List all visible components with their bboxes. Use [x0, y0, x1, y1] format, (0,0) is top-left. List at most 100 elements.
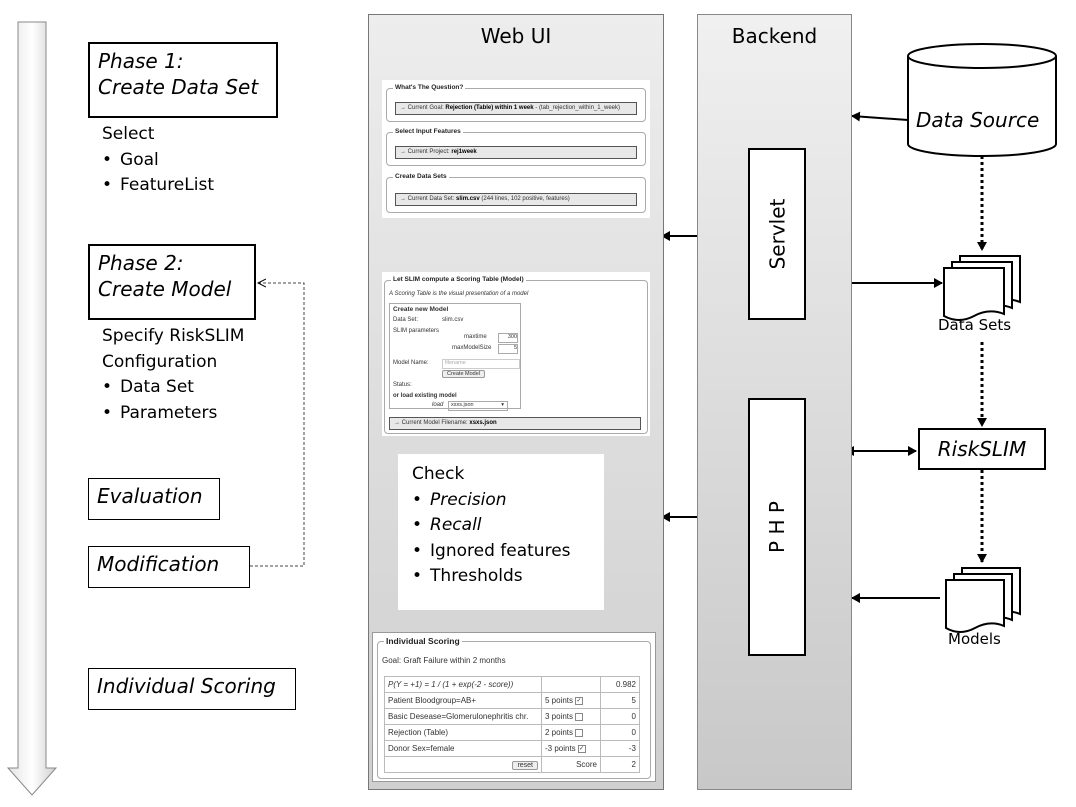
current-dataset-value: slim.csv: [456, 196, 480, 202]
phase2-item-parameters: Parameters: [102, 401, 244, 427]
current-model-value: xsxs.json: [469, 420, 497, 426]
current-dataset-prefix: → Current Data Set:: [400, 196, 457, 202]
slim-fieldset: Let SLIM compute a Scoring Table (Model)…: [384, 276, 648, 434]
phase2-title-line2: Create Model: [98, 277, 232, 301]
phase1-title-line2: Create Data Set: [98, 75, 259, 99]
create-model-button[interactable]: Create Model: [442, 370, 486, 378]
phase2-item-dataset: Data Set: [102, 375, 244, 401]
phase1-desc-head: Select: [102, 124, 155, 144]
reset-button[interactable]: reset: [512, 760, 538, 770]
scoring-legend: Individual Scoring: [384, 636, 462, 646]
phase2-box: Phase 2: Create Model: [88, 244, 256, 320]
individual-scoring-screenshot: Individual Scoring Goal: Graft Failure w…: [372, 632, 656, 782]
feature-checkbox[interactable]: ✓: [575, 696, 584, 705]
table-row: reset Score 2: [384, 756, 640, 773]
check-box: Check Precision Recall Ignored features …: [398, 454, 604, 610]
slim-legend: Let SLIM compute a Scoring Table (Model): [391, 276, 526, 283]
current-dataset-suffix: (244 lines, 102 positive, features): [479, 196, 570, 202]
phase1-item-goal: Goal: [102, 148, 214, 174]
create-dataset-screenshot: What's The Question? → Current Goal: Rej…: [382, 80, 650, 218]
web-ui-heading: Web UI: [480, 24, 552, 48]
current-dataset-bar: → Current Data Set: slim.csv (244 lines,…: [395, 193, 637, 206]
create-model-box: Create new Model Data Set: slim.csv SLIM…: [389, 303, 521, 411]
feature-cell: Patient Bloodgroup=AB+: [384, 692, 542, 709]
features-fieldset: Select Input Features → Current Project:…: [386, 128, 646, 166]
load-existing-label: or load existing model: [393, 393, 457, 399]
table-row: Patient Bloodgroup=AB+ 5 points✓ 5: [384, 692, 640, 709]
load-model-value: xsxs.json: [451, 402, 474, 408]
score-label: Score: [541, 756, 601, 773]
current-goal-suffix: - (tab_rejection_within_1_week): [533, 105, 620, 111]
current-goal-value: Rejection (Table) within 1 week: [445, 105, 534, 111]
data-source-label: Data Source: [916, 108, 1040, 132]
scoring-fieldset: Individual Scoring Goal: Graft Failure w…: [377, 636, 651, 779]
datasets-fieldset: Create Data Sets → Current Data Set: sli…: [386, 173, 646, 213]
dataset-label: Data Set:: [393, 317, 419, 323]
model-name-input[interactable]: filename: [442, 359, 520, 369]
formula-value: 0.982: [600, 676, 640, 693]
modification-box: Modification: [88, 546, 250, 588]
maxsize-label: maxModelSize: [452, 345, 492, 351]
phase1-box: Phase 1: Create Data Set: [88, 42, 278, 118]
feature-checkbox[interactable]: [575, 728, 584, 737]
points-label: 5 points: [545, 696, 574, 705]
php-label: P H P: [765, 501, 789, 553]
reset-cell: reset: [384, 756, 542, 773]
create-model-screenshot: Let SLIM compute a Scoring Table (Model)…: [382, 272, 650, 436]
maxtime-input[interactable]: 300: [498, 333, 518, 343]
points-cell: 5 points✓: [541, 692, 601, 709]
total-score: 2: [600, 756, 640, 773]
dropdown-arrow-icon: ▾: [501, 402, 504, 408]
feature-checkbox[interactable]: [575, 712, 584, 721]
check-item-recall: Recall: [412, 513, 590, 539]
data-source-arrow: [851, 111, 909, 122]
servlet-box: Servlet: [748, 148, 806, 320]
phase1-item-featurelist: FeatureList: [102, 173, 214, 199]
maxsize-input[interactable]: 5: [498, 344, 518, 354]
current-goal-prefix: → Current Goal:: [400, 105, 446, 111]
current-model-bar: → Current Model Filename: xsxs.json: [389, 417, 641, 430]
php-box: P H P: [748, 398, 806, 656]
model-name-label: Model Name:: [393, 360, 429, 366]
current-project-prefix: → Current Project:: [400, 149, 452, 155]
phase2-desc-head-line2: Configuration: [102, 351, 218, 372]
question-legend: What's The Question?: [393, 84, 466, 91]
riskslim-label: RiskSLIM: [937, 437, 1027, 461]
data-sets-document-icon: [943, 255, 1021, 321]
scoring-table: P(Y = +1) = 1 / (1 + exp(-2 - score)) 0.…: [384, 676, 640, 773]
feature-checkbox[interactable]: ✓: [577, 744, 586, 753]
load-label: load: [432, 402, 444, 408]
phase2-description: Specify RiskSLIM Configuration Data Set …: [102, 324, 244, 426]
score-cell: 0: [600, 708, 640, 725]
dataset-value: slim.csv: [442, 317, 464, 323]
features-legend: Select Input Features: [393, 128, 463, 135]
scoring-goal: Goal: Graft Failure within 2 months: [382, 656, 506, 665]
load-model-select[interactable]: xsxs.json ▾: [448, 401, 508, 411]
score-cell: 5: [600, 692, 640, 709]
table-row: Basic Desease=Glomerulonephritis chr. 3 …: [384, 708, 640, 725]
check-head: Check: [412, 464, 465, 484]
feature-cell: Rejection (Table): [384, 724, 542, 741]
phase2-title-line1: Phase 2:: [98, 251, 184, 275]
points-label: 2 points: [545, 728, 574, 737]
servlet-label: Servlet: [765, 198, 790, 270]
scoring-table-wrap: P(Y = +1) = 1 / (1 + exp(-2 - score)) 0.…: [384, 676, 640, 773]
phase1-title-line1: Phase 1:: [98, 49, 184, 73]
points-cell: -3 points✓: [541, 740, 601, 757]
data-source-cylinder: [907, 43, 1057, 157]
current-model-prefix: → Current Model Filename:: [394, 420, 470, 426]
formula-empty-cell: [541, 676, 601, 693]
points-label: -3 points: [545, 744, 576, 753]
data-sets-label: Data Sets: [938, 316, 1012, 334]
evaluation-label: Evaluation: [97, 484, 203, 508]
create-model-title: Create new Model: [393, 306, 449, 313]
status-label: Status:: [393, 382, 412, 388]
modification-loop-arrow: [250, 283, 305, 567]
feature-cell: Basic Desease=Glomerulonephritis chr.: [384, 708, 542, 725]
check-item-thresholds: Thresholds: [412, 564, 590, 590]
table-row: P(Y = +1) = 1 / (1 + exp(-2 - score)) 0.…: [384, 676, 640, 693]
current-goal-bar: → Current Goal: Rejection (Table) within…: [395, 102, 637, 115]
points-cell: 2 points: [541, 724, 601, 741]
phase1-description: Select Goal FeatureList: [102, 122, 214, 199]
